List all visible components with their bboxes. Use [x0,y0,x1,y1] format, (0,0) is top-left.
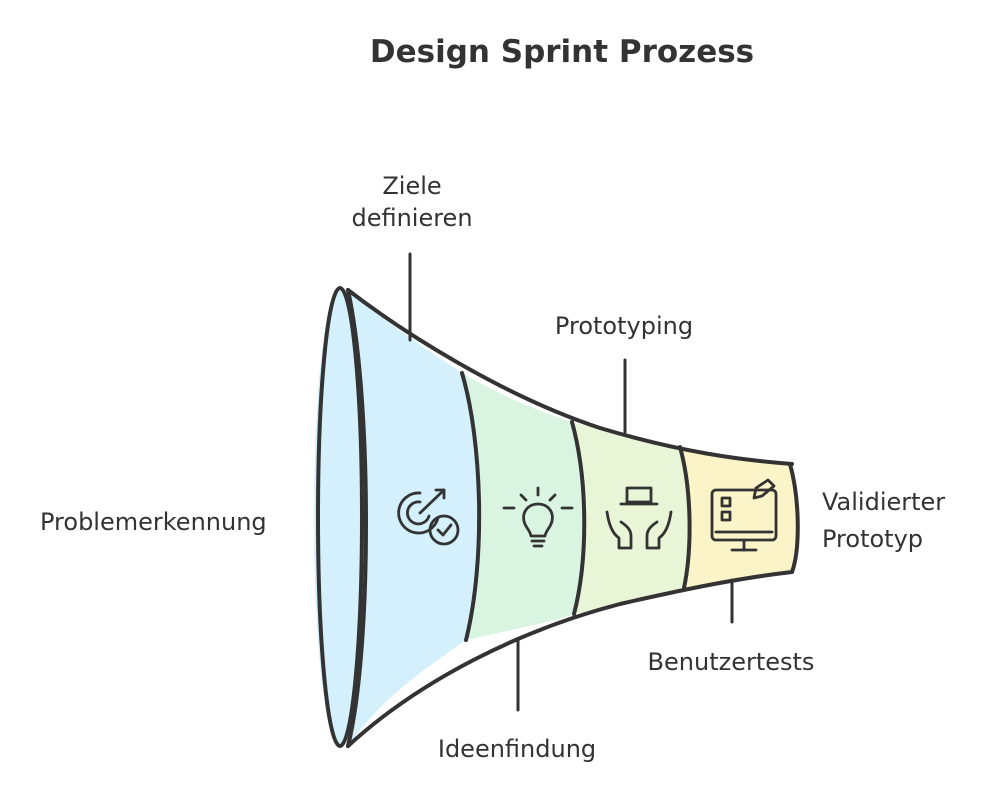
label-goals-line2: definieren [351,204,472,232]
divider-2 [570,420,587,616]
funnel-opening-fill [314,287,366,747]
segment-user-tests-fill [680,447,798,588]
funnel-opening-rim [316,286,364,748]
target-check-icon [397,488,460,546]
label-ideation: Ideenfindung [438,735,596,763]
label-goals-line1: Ziele [382,172,441,200]
label-prototyping: Prototyping [555,312,693,340]
funnel-end-cap [788,462,800,574]
segment-prototyping-fill [572,422,690,614]
funnel-bottom-edge [346,570,794,748]
funnel-fills [314,287,798,747]
funnel-outline [316,286,800,748]
funnel-top-edge [346,288,794,466]
hat-hands-icon [605,486,673,550]
divider-1 [460,371,482,642]
label-validated-line2: Prototyp [822,525,923,553]
diagram-title: Design Sprint Prozess [370,34,754,70]
label-user-tests: Benutzertests [648,648,815,676]
label-validated-line1: Validierter [822,488,945,516]
monitor-checklist-icon [710,478,778,552]
lightbulb-icon [502,486,574,548]
divider-3 [678,445,692,590]
segment-ideation-fill [462,373,585,640]
leader-lines [408,252,734,712]
segment-goals-fill [348,290,480,746]
funnel-inner-rim [346,288,368,748]
label-problem: Problemerkennung [40,508,267,536]
